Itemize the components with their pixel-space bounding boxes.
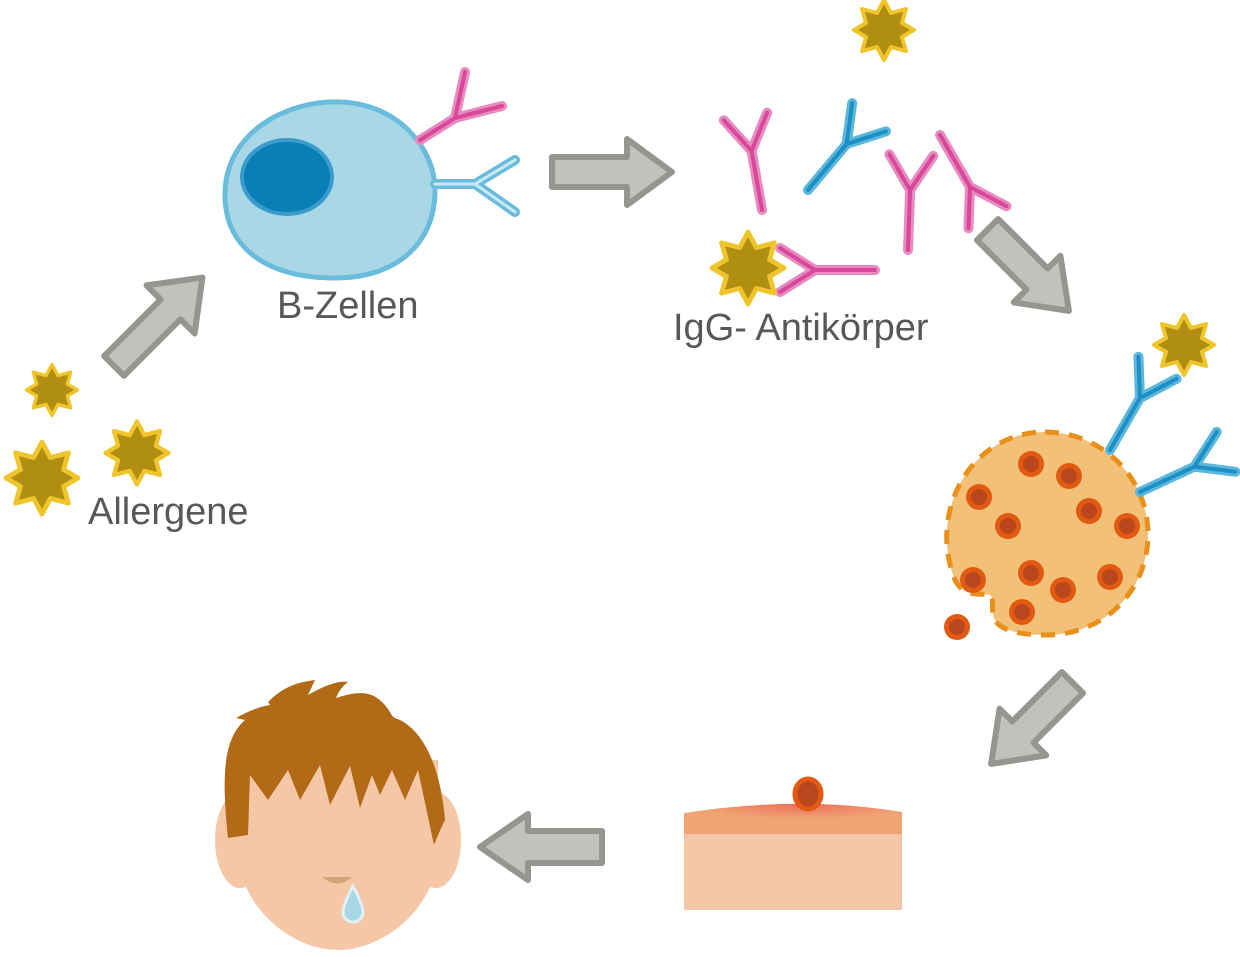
igg-antibodies-label: IgG- Antikörper — [673, 307, 929, 349]
nose — [322, 877, 352, 884]
antibody-pink-icon — [921, 124, 1007, 228]
granule — [1050, 577, 1076, 603]
receptor-pink-icon — [415, 67, 507, 145]
arrow-up-right-icon — [101, 274, 206, 379]
granule — [1018, 451, 1044, 477]
granule — [1114, 513, 1140, 539]
granule — [1009, 599, 1035, 625]
granule — [1076, 498, 1102, 524]
antibody-pink-icon — [780, 248, 875, 292]
granule — [960, 567, 986, 593]
hair — [224, 680, 445, 845]
nucleus — [240, 138, 334, 216]
allergen-icon — [6, 442, 78, 514]
granule — [1097, 564, 1123, 590]
antibody-blue-icon — [791, 103, 886, 204]
igg-antibodies-group: IgG- Antikörper — [673, 0, 1007, 349]
granule-released — [944, 614, 970, 640]
allergen-icon — [852, 0, 916, 62]
antibody-pink-icon — [724, 113, 784, 214]
skin-section — [684, 776, 902, 910]
skin-bump-icon — [792, 776, 824, 812]
b-cells-label: B-Zellen — [277, 285, 419, 327]
child-face — [215, 680, 461, 950]
allergens-group: Allergene — [6, 362, 249, 533]
antibody-blue-icon — [1091, 357, 1177, 461]
arrow-right-icon — [549, 136, 675, 208]
allergen-icon — [24, 362, 80, 418]
allergen-icon — [106, 422, 169, 485]
arrow-down-right-icon — [973, 215, 1072, 314]
arrow-down-left-icon — [988, 668, 1087, 767]
granule — [1056, 463, 1082, 489]
mast-cell — [944, 313, 1236, 640]
tear-drop-icon — [341, 882, 365, 924]
allergen-icon — [1152, 313, 1216, 377]
antibody-blue-icon — [1131, 432, 1236, 512]
granule — [995, 513, 1021, 539]
b-cell: B-Zellen — [222, 67, 520, 327]
receptor-blue-icon — [430, 155, 520, 217]
antibody-pink-icon — [886, 154, 933, 250]
allergens-label: Allergene — [88, 491, 249, 533]
allergen-icon — [712, 232, 784, 304]
arrow-left-icon — [477, 811, 605, 883]
granule — [966, 484, 992, 510]
granule — [1018, 560, 1044, 586]
